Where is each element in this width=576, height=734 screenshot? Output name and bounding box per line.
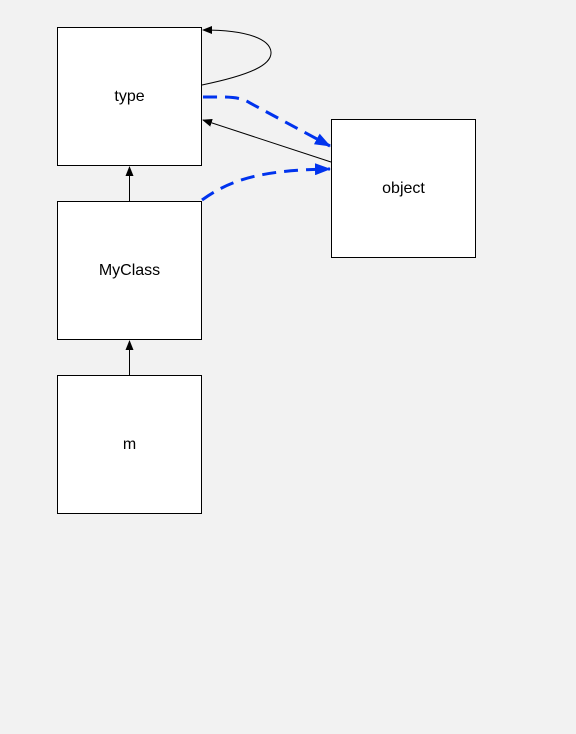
- node-object-label: object: [382, 179, 425, 197]
- edge-type-to-object-dashed: [202, 95, 331, 148]
- node-myclass: MyClass: [57, 201, 202, 340]
- node-m-label: m: [122, 435, 137, 453]
- edge-myclass-to-object-dashed: [201, 163, 331, 202]
- node-myclass-label: MyClass: [98, 261, 161, 279]
- edge-object-to-type: [202, 119, 332, 163]
- node-type-label: type: [114, 87, 145, 105]
- node-object: object: [331, 119, 476, 258]
- node-type: type: [57, 27, 202, 166]
- edge-type-self-loop: [201, 26, 272, 86]
- node-m: m: [57, 375, 202, 514]
